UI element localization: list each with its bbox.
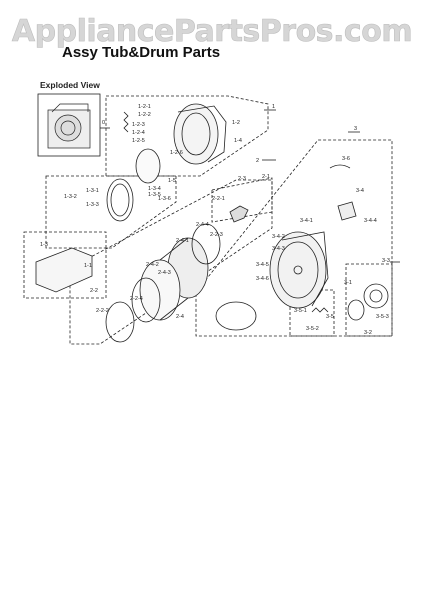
group-2-1-box [211,177,273,223]
pulley-part [363,283,389,309]
group-1-box [105,95,269,177]
callout: 3-6 [342,156,350,162]
callout: 1-2 [232,120,240,126]
callout: 1-2-2 [138,112,151,118]
callout: 2-4-2 [146,262,159,268]
callout: 3-4-4 [364,218,377,224]
rear-tub-part [269,231,329,309]
bearing-part [347,299,365,321]
heater-part [215,301,257,331]
group-1-1-box [23,231,107,299]
callout: 1-3-6 [158,196,171,202]
callout: 2-4-1 [176,238,189,244]
callout: 1-3-1 [86,188,99,194]
callout: 3-5-1 [294,308,307,314]
callout: 1-3-2 [64,194,77,200]
group-3-2-box [345,263,393,337]
callout: 3-4-5 [256,262,269,268]
spring-part-2 [311,307,329,313]
group-1-3-box [45,175,177,249]
callout: 1-3-5 [148,192,161,198]
front-ring-part [106,178,134,222]
callout: 1-2-5 [132,138,145,144]
callout-labels: 1 1-1 1-2 1-3 1-4 1-5 1-2-1 1-2-2 1-2-3 … [40,104,390,336]
callout: 3-2 [364,330,372,336]
inset-machine-icon [47,103,91,149]
callout: 2-2-3 [210,232,223,238]
front-tub-part [173,103,227,165]
bracket-part [35,247,93,293]
page-title: Assy Tub&Drum Parts [62,44,221,61]
callout: 3-5-2 [306,326,319,332]
callout: 1-1 [84,263,92,269]
callout: 2 [256,158,259,164]
callout: 2-2-2 [96,308,109,314]
group-3-box [195,139,393,337]
callout: 3-4-1 [300,218,313,224]
callout: 1-2-1 [138,104,151,110]
support-part [337,201,357,221]
callout: 2-4-4 [196,222,209,228]
drum-part [139,223,221,321]
callout: 3-4-3 [272,246,285,252]
callout: 2-2 [90,288,98,294]
callout: 3-5-3 [376,314,389,320]
callout: 1 [272,104,275,110]
callout: 1-2-4 [132,130,145,136]
exploded-view-inset [37,93,101,157]
callout: 3-1 [344,280,352,286]
callout: 2-2-4 [130,296,143,302]
callout: 3-4 [356,188,364,194]
callout: 1-5 [168,178,176,184]
callout: 3-3 [382,258,390,264]
callout: 2-4 [176,314,184,320]
callout: 3 [354,126,357,132]
spring-part [123,111,129,133]
watermark-logo: AppliancePartsPros.com [11,14,413,50]
group-2-box [69,179,273,345]
door-glass-part [135,148,161,184]
exploded-view-label: Exploded View [40,80,100,90]
callout: 1-2-3 [132,122,145,128]
hose-clamp-part [329,164,351,169]
callout: 2-2-1 [212,196,225,202]
callout: 3-4-6 [256,276,269,282]
callout-inset: 0 [102,120,105,126]
callout: 1-3-3 [86,202,99,208]
callout: 1-3-4 [148,186,161,192]
spider-part [229,205,249,223]
callout: 3-4-2 [272,234,285,240]
gasket-ring-part [105,301,135,343]
callout: 1-4 [234,138,242,144]
group-3-5-box [289,289,335,337]
callout: 1-2-6 [170,150,183,156]
callout: 2-3 [238,176,246,182]
callout: 1-3 [40,242,48,248]
callout: 2-1 [262,174,270,180]
callout: 3-5 [326,314,334,320]
balancer-ring-part [131,277,161,323]
callout: 2-4-3 [158,270,171,276]
